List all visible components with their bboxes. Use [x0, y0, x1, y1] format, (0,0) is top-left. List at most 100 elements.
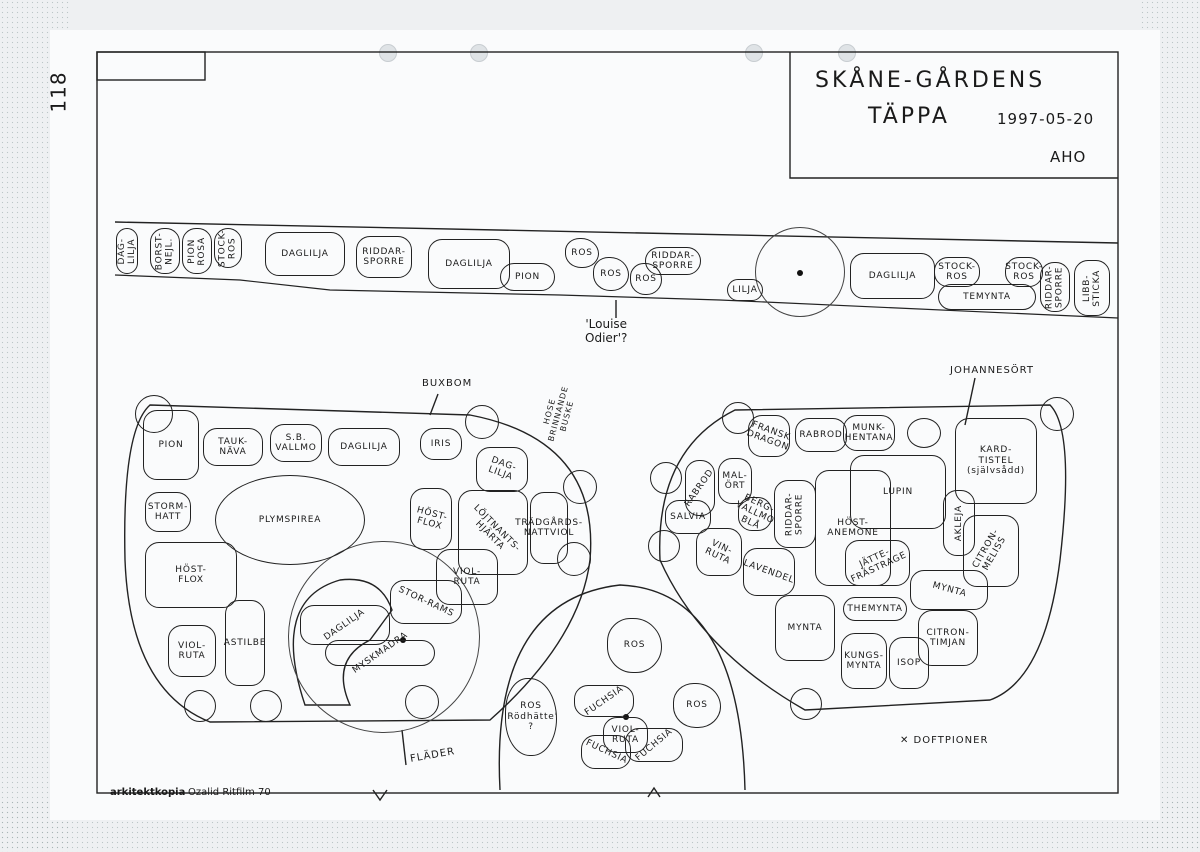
left-bed-plant-patch: VIOL- RUTA: [436, 549, 498, 605]
plant-label: LIBB- STICKA: [1081, 269, 1103, 307]
punch-hole: [379, 44, 397, 62]
strip-plants-plant-patch: DAGLILJA: [428, 239, 510, 289]
bottom-mark: [372, 789, 388, 802]
left-bed-plant-patch: DAGLILJA: [300, 605, 390, 645]
plant-label: DAG- LILJA: [486, 455, 518, 484]
johannesort-pointer: [964, 377, 976, 426]
plant-label: ROS: [600, 268, 622, 279]
plant-label: DAGLILJA: [322, 607, 368, 643]
center-bed-plant-patch: ROS: [607, 618, 662, 673]
plant-label: LUPIN: [883, 486, 913, 497]
right-bed-plant-patch: BERG- VALLMO BLÅ: [734, 493, 776, 532]
strip-plants-plant-patch: STOCK- ROS: [1005, 257, 1043, 287]
plant-label: JÄTTE- FRÄSTRAGE: [850, 546, 910, 585]
plant-label: MYNTA: [930, 580, 968, 600]
left-bed-plant-patch: DAG- LILJA: [476, 447, 528, 492]
right-bed-plant-patch: RABROD: [683, 460, 716, 516]
plant-label: STOCK- ROS: [217, 229, 238, 267]
shrub-circle: [648, 530, 680, 562]
plant-label: HÖST- FLOX: [175, 564, 207, 585]
plant-label: STOCK- ROS: [938, 261, 976, 282]
left-bed-plant-patch: STOR-RAMS: [390, 580, 462, 624]
strip-plants-plant-patch: RIDDAR- SPORRE: [356, 236, 412, 278]
strip-plants-plant-patch: ROS: [565, 238, 599, 268]
tree-trunk-dot: [797, 270, 803, 276]
plant-label: CITRON- TIMJAN: [926, 627, 970, 648]
buxbom-pointer: [429, 393, 439, 416]
strip-plants-plant-patch: PION ROSA: [182, 228, 212, 274]
strip-plants-plant-patch: LIBB- STICKA: [1074, 260, 1110, 316]
sheet-number: 118: [46, 71, 71, 113]
left-bed-plant-patch: MYSKMADRA: [325, 630, 435, 676]
left-bed-plant-patch: HÖST- FLOX: [410, 488, 452, 550]
shrub-circle: [563, 470, 597, 504]
strip-plants-plant-patch: DAGLILJA: [850, 253, 935, 299]
plant-label: PLYMSPIREA: [258, 514, 322, 525]
plant-label: KUNGS- MYNTA: [844, 650, 884, 671]
left-bed-plant-patch: HÖST- FLOX: [145, 542, 237, 608]
right-bed-plant-patch: RIDDAR- SPORRE: [774, 480, 816, 548]
shrub-circle: [405, 685, 439, 719]
center-bed-plant-patch: FUCHSIA: [625, 727, 683, 763]
center-bed-plant-patch: ROS: [673, 683, 721, 728]
plant-label: ASTILBE: [223, 637, 267, 648]
shrub-circle: [184, 690, 216, 722]
right-bed-plant-patch: CITRON- MELISS: [963, 515, 1019, 587]
plant-label: SALVIA: [670, 511, 706, 522]
louise-odier-note: 'Louise Odier'?: [585, 317, 628, 345]
right-bed-plant-patch: MAL- ÖRT: [718, 458, 752, 504]
plant-label: MAL- ÖRT: [722, 470, 748, 491]
strip-plants-plant-patch: ROS: [593, 257, 629, 291]
strip-plants-plant-patch: STOCK- ROS: [214, 228, 242, 268]
shrub-circle: [790, 688, 822, 720]
shrub-circle: [650, 462, 682, 494]
left-bed-plant-patch: PION: [143, 410, 199, 480]
plant-label: LILJA: [732, 284, 758, 295]
plant-label: TRÄDGÅRDS- NATTVIOL: [515, 517, 583, 538]
plant-label: MYNTA: [787, 622, 823, 633]
plant-label: FUCHSIA: [583, 737, 629, 766]
left-bed-plant-patch: STORM- HATT: [145, 492, 191, 532]
shrub-circle: [250, 690, 282, 722]
plant-label: ROS: [623, 640, 646, 651]
title-line-2: TÄPPA: [868, 104, 950, 129]
plant-label: STORM- HATT: [147, 501, 189, 522]
plant-label: ROS: [571, 247, 593, 258]
shrub-circle: [465, 405, 499, 439]
plant-label: VIN- RUTA: [702, 537, 734, 567]
left-bed-plant-patch: PLYMSPIREA: [215, 475, 365, 565]
shrub-circle: [1040, 397, 1074, 431]
plant-label: STOR-RAMS: [396, 584, 456, 620]
plant-label: HÖST- ANEMONE: [827, 517, 879, 538]
right-bed-plant-patch: LAVENDEL: [742, 548, 796, 596]
footer-product: Ozalid Ritfilm 70: [188, 787, 271, 798]
left-bed-plant-patch: TRÄDGÅRDS- NATTVIOL: [515, 492, 582, 564]
plant-label: RIDDAR- SPORRE: [784, 492, 806, 536]
shrub-circle-hatched: [907, 418, 941, 448]
strip-plants-plant-patch: RIDDAR- SPORRE: [1040, 262, 1070, 312]
plant-label: MUNK- HENTANA: [844, 422, 894, 443]
flader-pointer: [401, 729, 407, 766]
left-bed-plant-patch: LÖJTNANTS- HJÄRTA: [458, 490, 528, 575]
right-bed-plant-patch: FRANSK DRAGON: [745, 415, 792, 457]
right-bed-plant-patch: HÖST- ANEMONE: [815, 470, 891, 586]
doftpioner-label: ✕ DOFTPIONER: [900, 735, 989, 746]
left-bed-plant-patch: IRIS: [420, 428, 462, 460]
left-bed-plant-patch: VIOL- RUTA: [168, 625, 216, 677]
plant-label: VIOL- RUTA: [178, 640, 206, 661]
plant-label: TAUK- NÄVA: [218, 436, 248, 457]
left-bed-plant-patch: S.B. VALLMO: [270, 424, 322, 462]
strip-plants-plant-patch: DAGLILJA: [265, 232, 345, 276]
plant-label: RIDDAR- SPORRE: [651, 250, 695, 271]
title-block-border: [789, 52, 1118, 179]
plant-label: THEMYNTA: [847, 603, 903, 614]
plan-date: 1997-05-20: [997, 110, 1095, 128]
right-bed-plant-patch: ISOP: [889, 637, 929, 689]
right-bed-plant-patch: LUPIN: [850, 455, 946, 529]
right-bed-plant-patch: RABROD: [795, 418, 847, 452]
strip-border-line: [114, 221, 1119, 244]
punch-hole: [470, 44, 488, 62]
plant-label: TEMYNTA: [963, 291, 1011, 302]
plant-label: DAGLILJA: [445, 258, 493, 269]
right-bed-plant-patch: MYNTA: [910, 570, 988, 610]
